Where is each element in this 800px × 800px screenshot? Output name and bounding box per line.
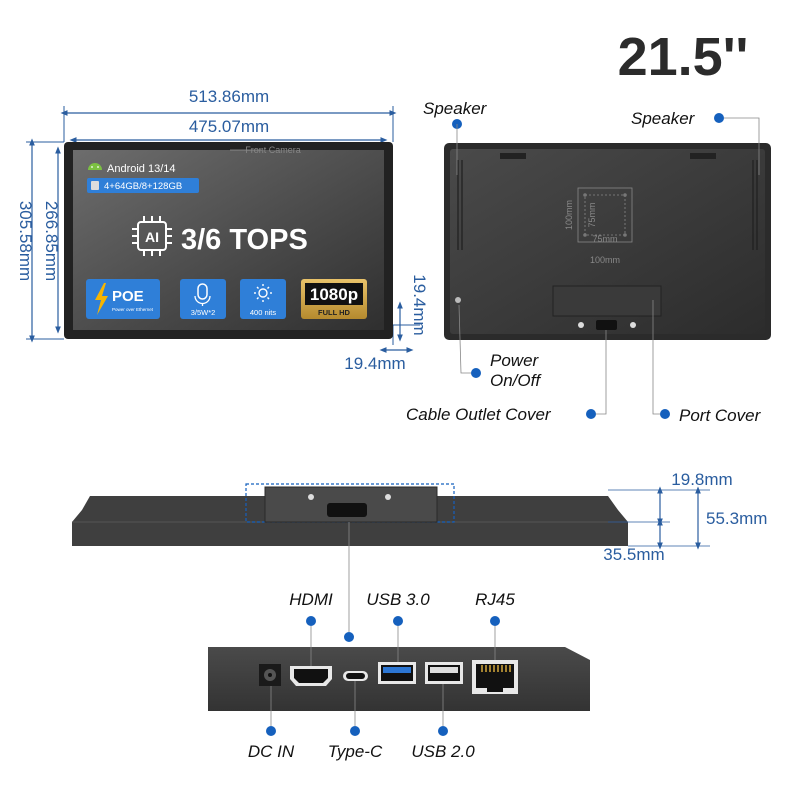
rj45-port (472, 660, 518, 694)
port-labels: HDMI USB 3.0 RJ45 DC IN Type-C USB 2.0 (248, 590, 516, 761)
memory-badge (87, 178, 199, 193)
label-power-line2: On/Off (490, 371, 542, 390)
front-dimensions: 513.86mm 475.07mm 305.58mm 266.85mm 19.4… (16, 87, 429, 373)
usb2-port (425, 662, 463, 684)
vesa-outer-width: 100mm (590, 255, 620, 265)
dim-height-total: 305.58mm (16, 201, 35, 281)
dim-bezel-bottom: 19.4mm (410, 274, 429, 335)
front-camera-label: Front Camera (245, 145, 301, 155)
svg-text:400 nits: 400 nits (250, 308, 277, 317)
label-hdmi: HDMI (289, 590, 333, 609)
dim-cover-thickness: 35.5mm (603, 545, 664, 564)
marker-dot (350, 726, 360, 736)
back-labels: Speaker Speaker Power On/Off Cable Outle… (406, 99, 762, 425)
label-dc-in: DC IN (248, 742, 295, 761)
vesa-inner-height: 75mm (587, 202, 597, 227)
dc-in-port (259, 664, 281, 686)
label-cable-outlet-cover: Cable Outlet Cover (406, 405, 552, 424)
android-icon (88, 163, 102, 170)
marker-dot (490, 616, 500, 626)
svg-text:AI: AI (145, 229, 159, 245)
front-view: Front Camera Android 13/14 4+64GB/8+128G… (64, 142, 393, 339)
marker-dot (266, 726, 276, 736)
cable-outlet (596, 320, 617, 330)
marker-dot (306, 616, 316, 626)
back-view: 75mm 75mm 100mm 100mm (444, 143, 771, 340)
poe-badge: POE Power over Ethernet (86, 279, 160, 319)
os-version: Android 13/14 (107, 163, 176, 175)
sun-icon (254, 284, 272, 302)
svg-text:POE: POE (112, 288, 144, 305)
lightning-icon (95, 283, 108, 315)
svg-text:3/5W*2: 3/5W*2 (191, 308, 216, 317)
dim-total-thickness: 55.3mm (706, 509, 767, 528)
dim-width-screen: 475.07mm (189, 117, 269, 136)
power-button (455, 297, 461, 303)
label-rj45: RJ45 (475, 590, 515, 609)
marker-dot (344, 632, 354, 642)
marker-dot (586, 409, 596, 419)
label-power-line1: Power (490, 351, 540, 370)
side-view (72, 483, 628, 642)
fullhd-badge: 1080p FULL HD (301, 279, 367, 319)
size-title: 21.5'' (618, 27, 749, 87)
dim-top-thickness: 19.8mm (671, 470, 732, 489)
dim-bezel-side: 19.4mm (344, 354, 405, 373)
label-speaker-left: Speaker (423, 99, 488, 118)
label-port-cover: Port Cover (679, 406, 762, 425)
ai-chip-icon: AI (132, 216, 172, 256)
marker-dot (471, 368, 481, 378)
label-usb2: USB 2.0 (411, 742, 475, 761)
label-type-c: Type-C (328, 742, 383, 761)
dim-height-screen: 266.85mm (42, 201, 61, 281)
microphone-icon (197, 283, 208, 300)
tops-spec: 3/6 TOPS (181, 224, 308, 256)
brightness-badge: 400 nits (240, 279, 286, 319)
hdmi-port (290, 666, 332, 686)
svg-text:1080p: 1080p (310, 285, 358, 304)
sd-card-icon (91, 181, 99, 190)
svg-text:Power over Ethernet: Power over Ethernet (112, 307, 154, 312)
memory-spec: 4+64GB/8+128GB (104, 181, 182, 192)
marker-dot (660, 409, 670, 419)
label-usb3: USB 3.0 (366, 590, 430, 609)
speaker-badge: 3/5W*2 (180, 279, 226, 319)
svg-text:FULL HD: FULL HD (318, 308, 351, 317)
vesa-inner-width: 75mm (592, 234, 617, 244)
side-dimensions: 19.8mm 55.3mm 35.5mm (603, 470, 767, 564)
usb3-port (378, 662, 416, 684)
marker-dot (393, 616, 403, 626)
vesa-outer-height: 100mm (564, 200, 574, 230)
marker-dot (714, 113, 724, 123)
dim-width-total: 513.86mm (189, 87, 269, 106)
marker-dot (438, 726, 448, 736)
label-speaker-right: Speaker (631, 109, 696, 128)
port-panel (208, 647, 590, 711)
